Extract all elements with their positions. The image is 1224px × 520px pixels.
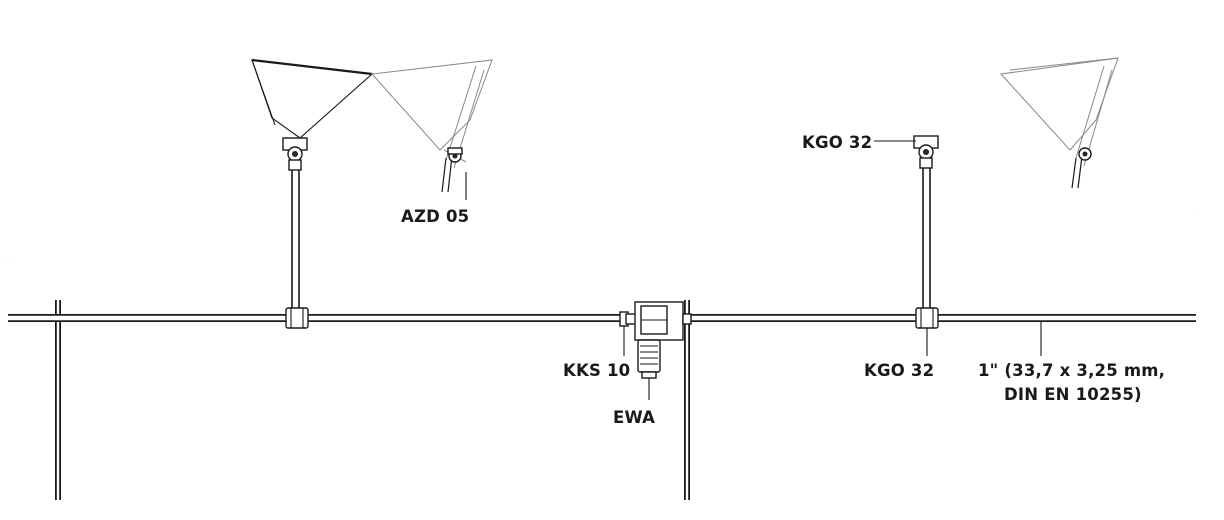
leader-lines <box>465 140 1042 400</box>
label-kgo32-top: KGO 32 <box>802 133 872 152</box>
label-pipe-spec-line2: DIN EN 10255) <box>1004 385 1142 404</box>
right-vent-window <box>999 57 1119 189</box>
label-kgo32-bottom: KGO 32 <box>864 361 934 380</box>
label-ewa: EWA <box>613 408 655 427</box>
label-azd05: AZD 05 <box>401 207 469 226</box>
left-pipe-coupling <box>285 307 309 329</box>
roof-truss <box>7 76 1197 302</box>
gear-motor-assembly <box>619 301 692 379</box>
right-roof-clamp <box>913 135 939 310</box>
left-vent-window <box>251 58 493 193</box>
right-pipe-coupling <box>915 307 939 329</box>
label-kks10: KKS 10 <box>563 361 630 380</box>
left-roof-clamp <box>282 137 308 310</box>
vertical-posts <box>55 300 690 500</box>
right-rack-arm <box>1071 147 1092 189</box>
azd05-rack-arm <box>441 147 467 193</box>
label-pipe-spec-line1: 1" (33,7 x 3,25 mm, <box>978 361 1165 380</box>
